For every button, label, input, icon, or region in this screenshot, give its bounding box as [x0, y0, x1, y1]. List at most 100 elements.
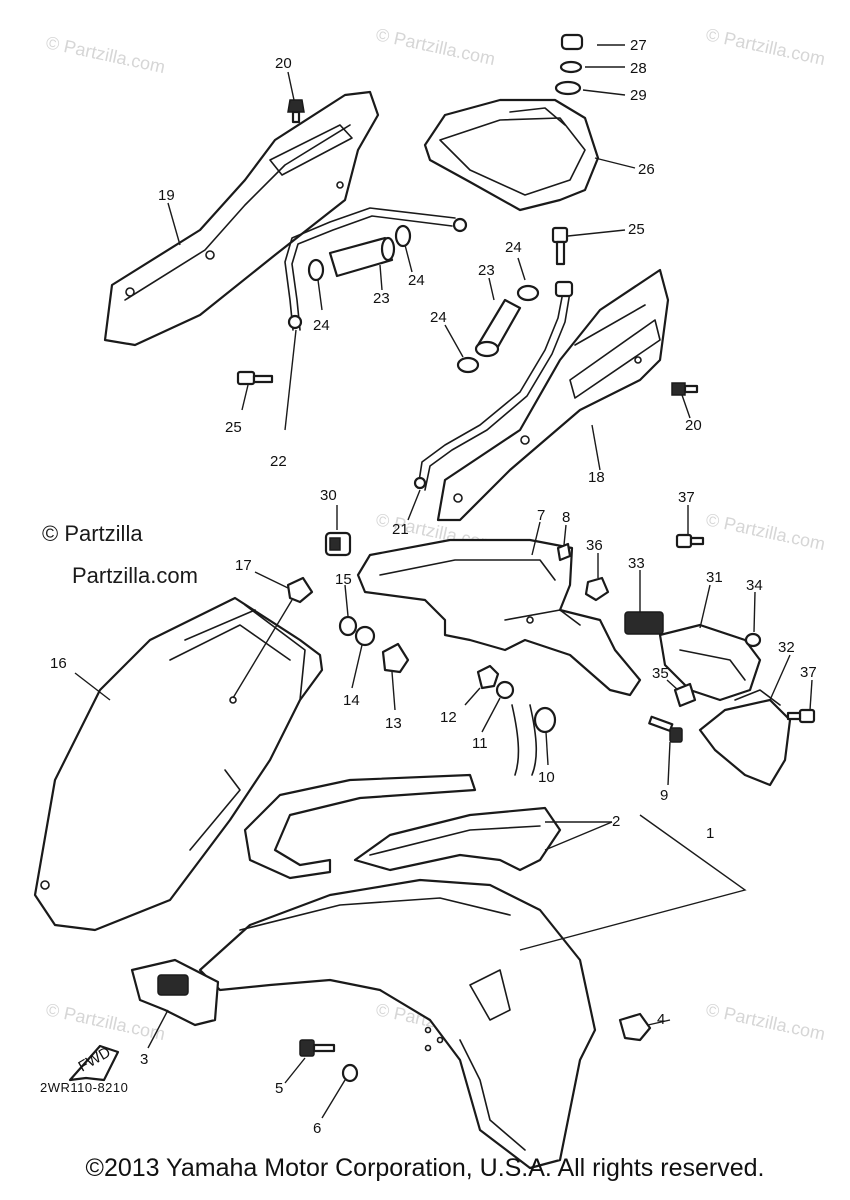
callout-23-lower: 23 [478, 262, 495, 279]
part-20-bolt-upper[interactable] [287, 99, 305, 124]
callout-24-c: 24 [505, 239, 522, 256]
part-35-clip[interactable] [673, 682, 697, 708]
callout-10: 10 [538, 769, 555, 786]
part-13-grommet[interactable] [381, 642, 410, 674]
callout-29: 29 [630, 87, 647, 104]
callout-33: 33 [628, 555, 645, 572]
part-24-grommet-a[interactable] [307, 258, 325, 282]
part-33-reflector[interactable] [624, 611, 664, 635]
part-21-bracket[interactable] [413, 280, 574, 491]
callout-24-d: 24 [430, 309, 447, 326]
part-30-clip[interactable] [324, 531, 352, 557]
watermark-bottom-right: © Partzilla.com [704, 999, 827, 1044]
callout-15: 15 [335, 571, 352, 588]
part-37-screw-lower[interactable] [786, 708, 816, 724]
callout-37-lower: 37 [800, 664, 817, 681]
callout-8: 8 [562, 509, 570, 526]
callout-18: 18 [588, 469, 605, 486]
callout-12: 12 [440, 709, 457, 726]
callouts: 20 19 27 28 29 26 25 23 24 24 23 24 24 2… [50, 37, 817, 1137]
part-34-nut[interactable] [744, 632, 762, 648]
fwd-arrow-icon: FWD [68, 1044, 120, 1082]
callout-24-a: 24 [313, 317, 330, 334]
callout-28: 28 [630, 60, 647, 77]
callout-6: 6 [313, 1120, 321, 1137]
part-23-collar-lower[interactable] [474, 298, 522, 358]
callout-9: 9 [660, 787, 668, 804]
part-20-bolt-lower[interactable] [671, 382, 699, 396]
part-5-bolt[interactable] [299, 1039, 336, 1057]
part-24-grommet-b[interactable] [394, 224, 412, 248]
part-19-side-cover-left[interactable] [103, 90, 380, 347]
part-2-seals[interactable] [243, 773, 562, 880]
callout-31: 31 [706, 569, 723, 586]
part-9-bolt[interactable] [648, 715, 683, 743]
callout-11: 11 [472, 735, 488, 752]
part-1-front-fender[interactable] [198, 878, 597, 1170]
leader-lines [74, 44, 813, 1119]
part-12-nut[interactable] [476, 664, 500, 690]
watermark-top-left: © Partzilla.com [44, 32, 167, 77]
watermark-top-right: © Partzilla.com [704, 24, 827, 69]
part-24-grommet-d[interactable] [456, 356, 480, 374]
callout-5: 5 [275, 1080, 283, 1097]
copyright-notice: ©2013 Yamaha Motor Corporation, U.S.A. A… [85, 1154, 765, 1182]
watermark-large-line1: © Partzilla [42, 521, 143, 546]
callout-23-upper: 23 [373, 290, 390, 307]
callout-4: 4 [657, 1011, 665, 1028]
callout-3: 3 [140, 1051, 148, 1068]
part-27-cap[interactable] [560, 33, 584, 51]
callout-19: 19 [158, 187, 175, 204]
callout-36: 36 [586, 537, 603, 554]
callout-1: 1 [706, 825, 714, 842]
callout-20-lower: 20 [685, 417, 702, 434]
part-26-cover[interactable] [423, 98, 600, 212]
part-22-bracket[interactable] [284, 207, 468, 331]
callout-32: 32 [778, 639, 795, 656]
part-15-nut[interactable] [338, 615, 358, 637]
part-4-grommet[interactable] [618, 1012, 652, 1042]
part-25-bolt-right[interactable] [551, 226, 569, 266]
part-16-rear-fender[interactable] [33, 596, 324, 932]
watermark-large: © Partzilla Partzilla.com [42, 508, 242, 602]
part-17-plug[interactable] [286, 576, 314, 604]
callout-35: 35 [652, 665, 669, 682]
part-25-bolt-left[interactable] [236, 370, 274, 386]
part-31-tail-cover[interactable] [658, 623, 762, 702]
callout-21: 21 [392, 521, 409, 538]
part-29-ring[interactable] [554, 80, 582, 96]
part-37-screw-upper[interactable] [675, 533, 705, 549]
callout-30: 30 [320, 487, 337, 504]
callout-20-upper: 20 [275, 55, 292, 72]
callout-13: 13 [385, 715, 402, 732]
watermark-large-line2: Partzilla.com [72, 563, 198, 588]
callout-24-b: 24 [408, 272, 425, 289]
part-18-side-cover-right[interactable] [436, 268, 670, 522]
callout-22: 22 [270, 453, 287, 470]
part-32-bracket[interactable] [698, 689, 792, 787]
watermark-bottom-left: © Partzilla.com [44, 999, 167, 1044]
part-7-rear-fender-stay[interactable] [356, 538, 642, 697]
part-10-collar[interactable] [511, 704, 557, 776]
part-11-washer[interactable] [495, 680, 515, 700]
callout-34: 34 [746, 577, 763, 594]
callout-27: 27 [630, 37, 647, 54]
watermark-mid-right: © Partzilla.com [704, 509, 827, 554]
part-8-nut[interactable] [556, 542, 572, 562]
callout-17: 17 [235, 557, 252, 574]
watermark-top-center: © Partzilla.com [374, 24, 497, 69]
part-6-nut[interactable] [341, 1063, 359, 1083]
callout-37-upper: 37 [678, 489, 695, 506]
part-3-mudflap[interactable] [130, 958, 220, 1027]
part-24-grommet-c[interactable] [516, 284, 540, 302]
part-28-washer[interactable] [559, 60, 583, 74]
part-36-grommet[interactable] [584, 576, 610, 602]
diagram-code: 2WR110-8210 [40, 1080, 129, 1095]
callout-25-right: 25 [628, 221, 645, 238]
part-14-washer[interactable] [354, 625, 376, 647]
callout-25-left: 25 [225, 419, 242, 436]
part-23-collar-upper[interactable] [328, 236, 396, 278]
callout-2: 2 [612, 813, 620, 830]
callout-26: 26 [638, 161, 655, 178]
